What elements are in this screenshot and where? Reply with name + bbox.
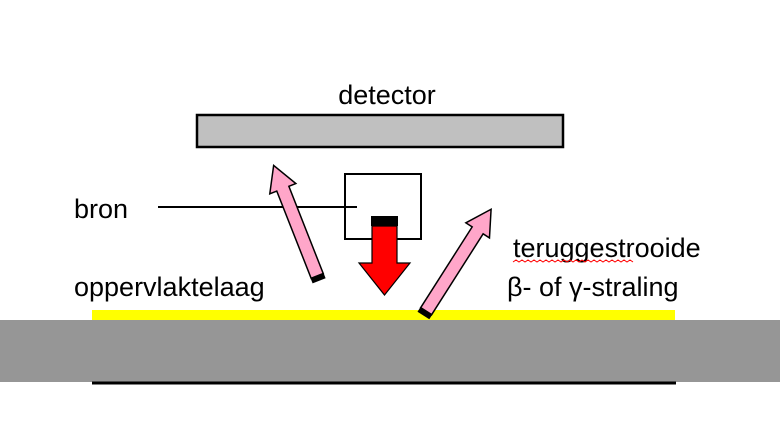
detector-label: detector [338, 80, 436, 110]
substrate [0, 320, 780, 382]
detector-plate [195, 113, 565, 149]
source-emitter [371, 216, 398, 226]
pink-arrow-left [268, 163, 326, 284]
source-label: bron [74, 194, 128, 224]
spellcheck-underline [512, 259, 634, 263]
backscattered-label-line1: teruggestrooide [513, 233, 701, 263]
surface-layer-label: oppervlaktelaag [74, 272, 265, 302]
red-arrow-down [357, 225, 412, 296]
surface-layer [92, 310, 675, 320]
pink-arrow-right [417, 207, 492, 320]
backscattered-label-line2: β- of γ-straling [507, 272, 679, 302]
